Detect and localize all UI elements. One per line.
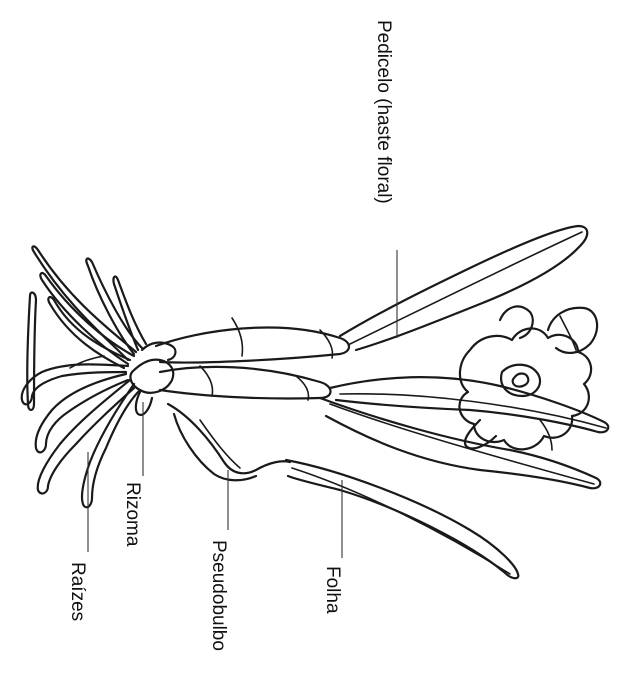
roots-drawing <box>20 245 148 509</box>
label-folha: Folha <box>322 566 343 614</box>
label-rizoma: Rizoma <box>122 482 143 547</box>
flower-drawing <box>458 305 599 451</box>
label-pseudobulbo: Pseudobulbo <box>208 540 229 651</box>
rhizome-drawing <box>129 341 177 416</box>
pseudobulbs-leaves-drawing <box>154 224 610 580</box>
label-pedicelo: Pedicelo (haste floral) <box>373 20 394 204</box>
label-raizes: Raízes <box>67 562 88 621</box>
